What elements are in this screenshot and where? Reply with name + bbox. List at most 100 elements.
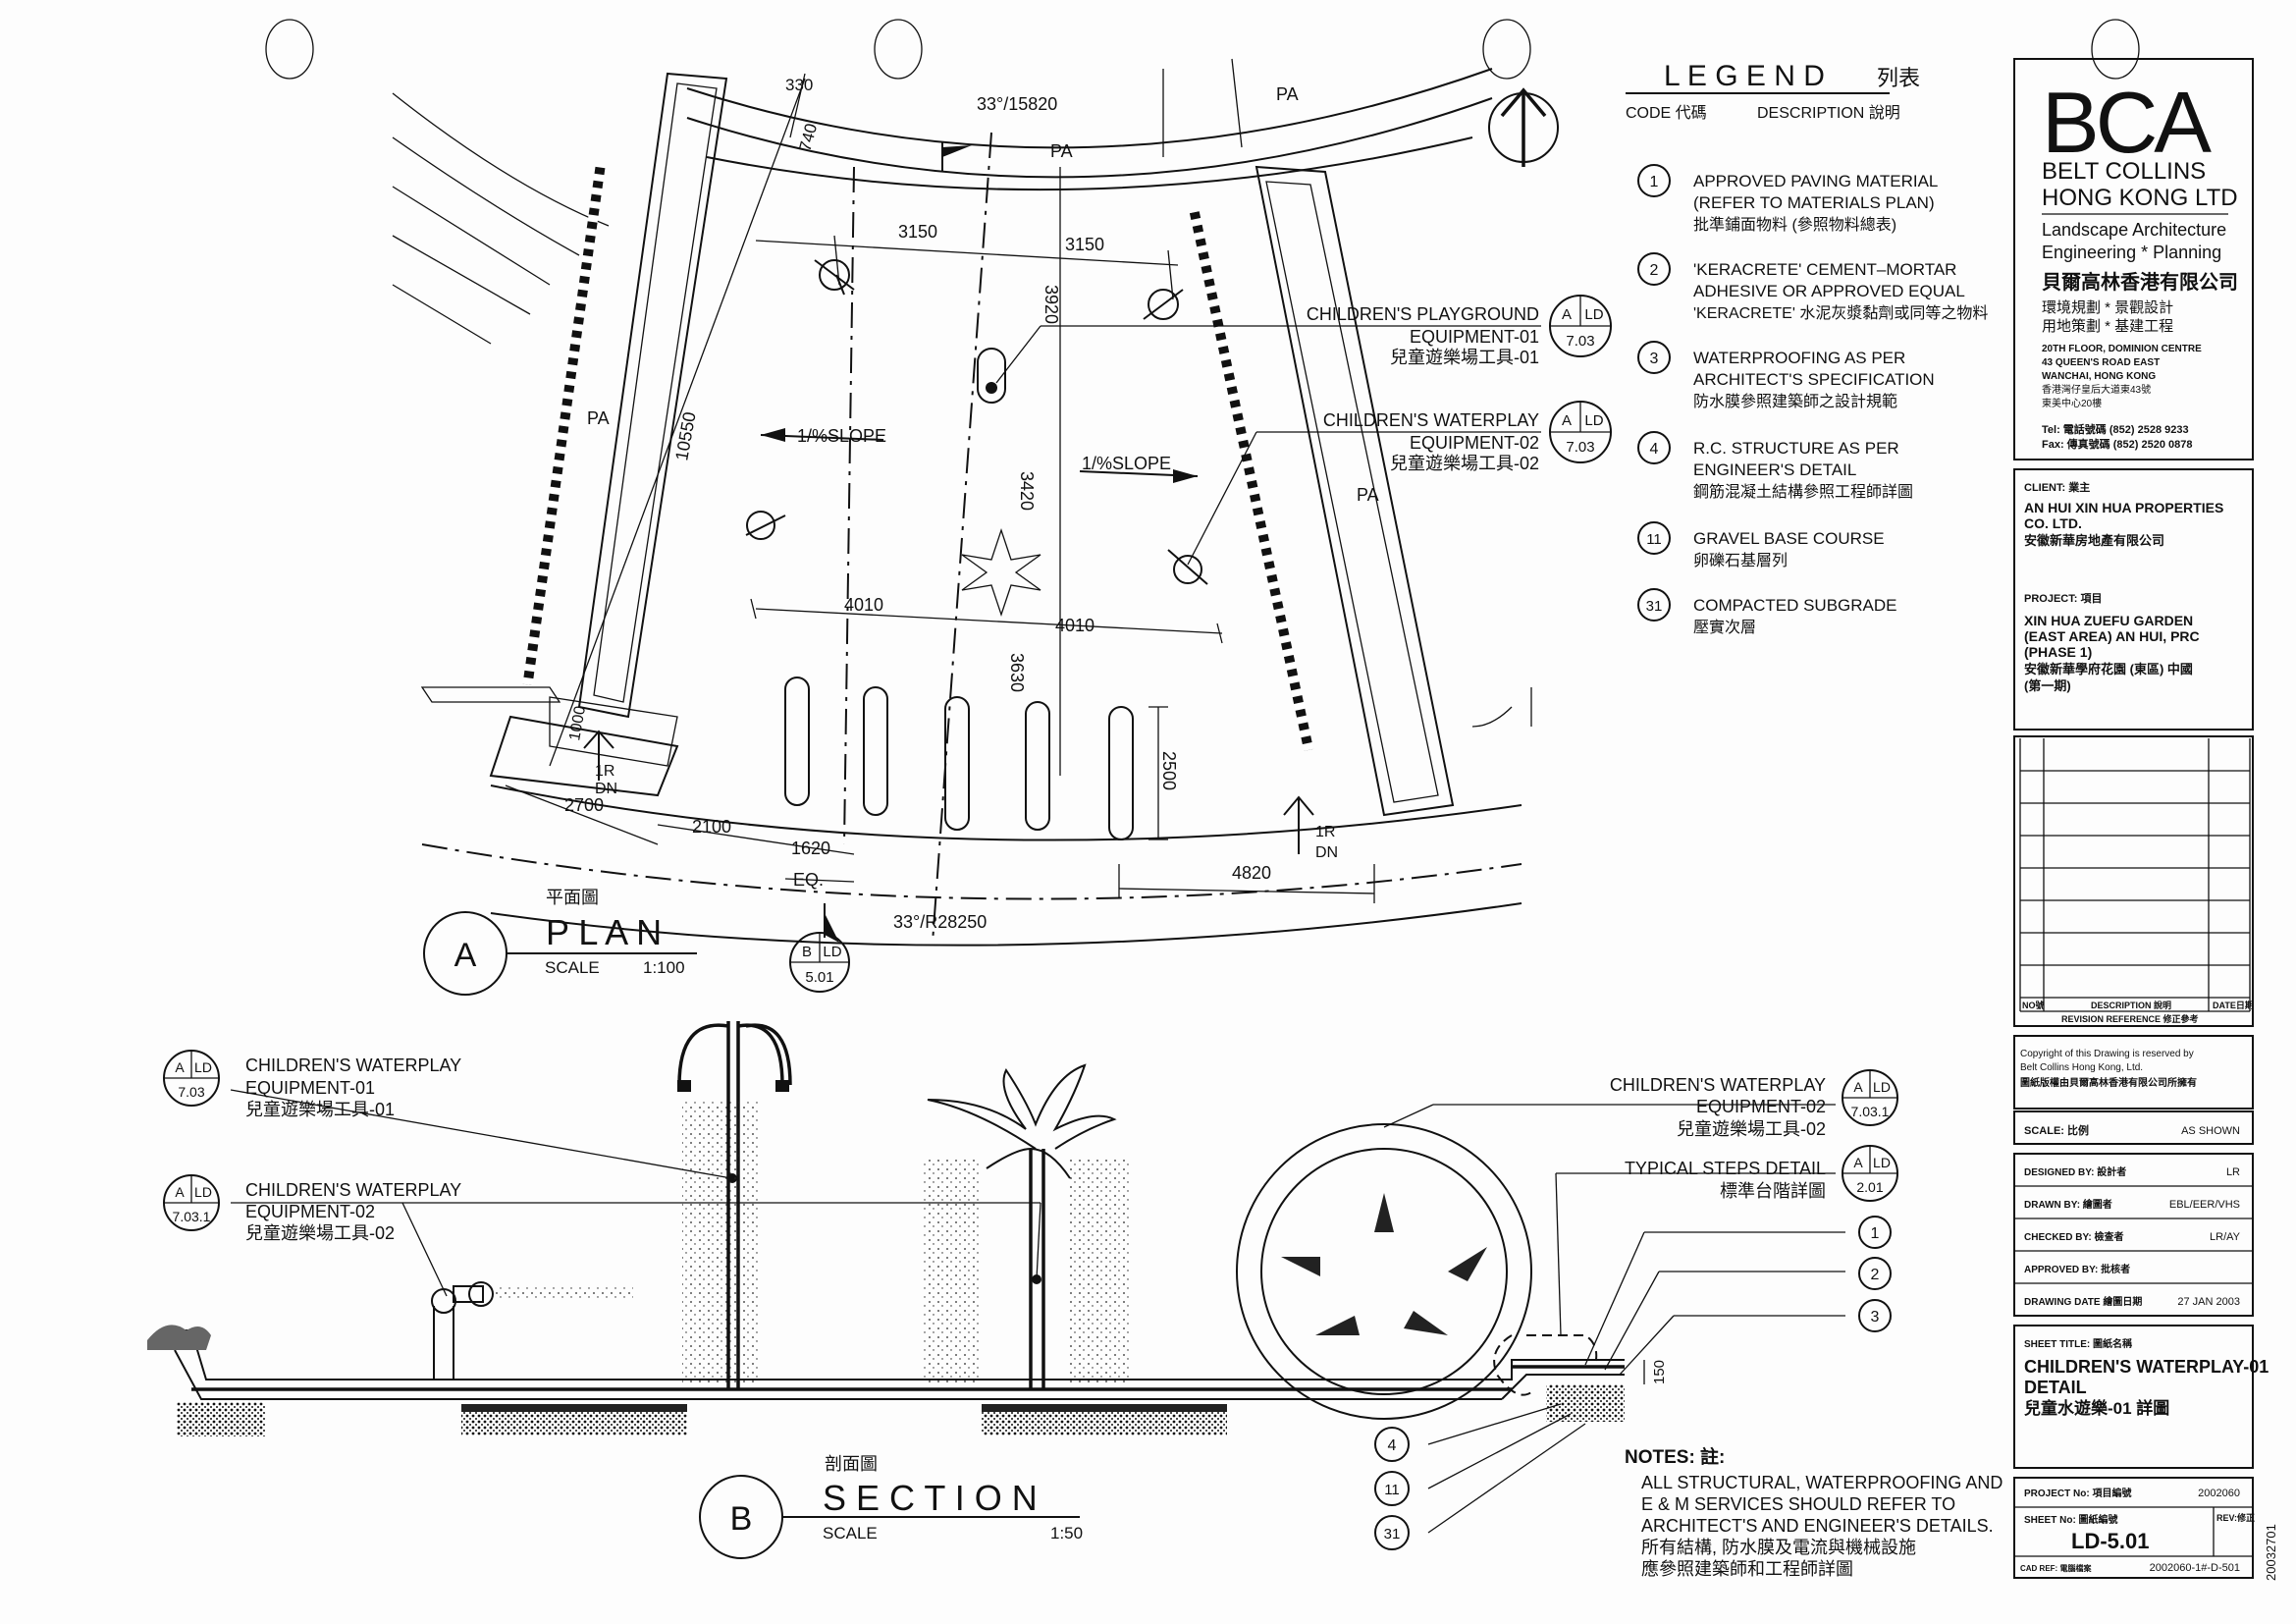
dim-330: 330	[785, 76, 813, 94]
spout-icon	[431, 1281, 633, 1380]
dim-2700: 2700	[564, 795, 604, 815]
callout-line: EQUIPMENT-01	[245, 1078, 375, 1098]
svg-text:LD: LD	[1584, 412, 1603, 429]
svg-text:壓實次層: 壓實次層	[1693, 618, 1756, 636]
drawn-value: EBL/EER/VHS	[2169, 1199, 2240, 1211]
svg-text:鋼筋混凝土結構參照工程師詳圖: 鋼筋混凝土結構參照工程師詳圖	[1693, 483, 1913, 501]
detail-ref-bubble: A LD 7.03.1	[1842, 1069, 1898, 1126]
playground-item	[745, 259, 1208, 618]
revision-table	[2019, 738, 2251, 1012]
dimension-lines	[505, 73, 1375, 903]
legend-item: 1 APPROVED PAVING MATERIAL (REFER TO MAT…	[1637, 164, 1938, 234]
cad-ref-label: CAD REF: 電腦檔案	[2020, 1563, 2092, 1573]
callout-line: CHILDREN'S PLAYGROUND	[1307, 304, 1539, 324]
address-line: 20TH FLOOR, DOMINION CENTRE	[2042, 344, 2202, 354]
slope-label: 1/%SLOPE	[797, 426, 886, 446]
step-arrow-icon	[583, 730, 1314, 854]
dim-3920: 3920	[1041, 285, 1061, 324]
north-arrow-icon	[1488, 87, 1559, 167]
detail-ref-bubble: A LD 7.03	[163, 1050, 220, 1107]
shower-post-icon	[677, 1021, 792, 1389]
svg-text:1: 1	[1650, 174, 1659, 190]
svg-text:7.03.1: 7.03.1	[173, 1209, 211, 1224]
callout-line: EQUIPMENT-02	[1696, 1097, 1826, 1116]
company-line: HONG KONG LTD	[2042, 185, 2238, 211]
svg-text:7.03.1: 7.03.1	[1851, 1104, 1890, 1119]
copyright-line: 圖紙版權由貝爾高林香港有限公司所擁有	[2020, 1076, 2197, 1089]
services-line: Landscape Architecture	[2042, 220, 2226, 240]
svg-text:A: A	[1562, 412, 1572, 429]
callout-line: EQUIPMENT-02	[1410, 433, 1539, 453]
legend-title: L E G E N D	[1664, 60, 1825, 92]
dim-1620: 1620	[791, 839, 830, 858]
section-title: S E C T I O N	[823, 1478, 1038, 1518]
svg-text:ADHESIVE OR APPROVED EQUAL: ADHESIVE OR APPROVED EQUAL	[1693, 282, 1965, 300]
sheet-title-line: 兒童水遊樂-01 詳圖	[2024, 1398, 2169, 1418]
checked-label: CHECKED BY: 檢查者	[2024, 1230, 2123, 1243]
svg-text:R.C. STRUCTURE AS PER: R.C. STRUCTURE AS PER	[1693, 439, 1899, 458]
plan-label: A	[454, 937, 477, 974]
svg-text:31: 31	[1646, 598, 1663, 615]
dim-arc-top: 33°/15820	[977, 94, 1057, 114]
svg-text:ENGINEER'S DETAIL: ENGINEER'S DETAIL	[1693, 460, 1856, 479]
svg-text:'KERACRETE' 水泥灰漿黏劑或同等之物料: 'KERACRETE' 水泥灰漿黏劑或同等之物料	[1693, 304, 1988, 322]
plan-title: P L A N	[546, 912, 662, 952]
section-scale-label: SCALE	[823, 1524, 878, 1543]
svg-text:卵礫石基層列: 卵礫石基層列	[1693, 552, 1788, 569]
callout-line: 兒童遊樂場工具-01	[1390, 348, 1539, 367]
copyright-line: Belt Collins Hong Kong, Ltd.	[2020, 1062, 2143, 1073]
sheet-title-label: SHEET TITLE: 圖紙名稱	[2024, 1337, 2132, 1350]
designed-value: LR	[2226, 1166, 2240, 1178]
callout-line: CHILDREN'S WATERPLAY	[1323, 410, 1539, 430]
svg-text:防水膜參照建築師之設計規範: 防水膜參照建築師之設計規範	[1693, 393, 1897, 410]
callout-line: CHILDREN'S WATERPLAY	[245, 1056, 461, 1075]
svg-text:2.01: 2.01	[1856, 1179, 1883, 1195]
step-label: DN	[1315, 844, 1338, 861]
dim-eq: EQ.	[793, 870, 824, 890]
address-line: 43 QUEEN'S ROAD EAST	[2042, 357, 2160, 368]
client-line: 安徽新華房地產有限公司	[2024, 533, 2164, 548]
section-mark	[789, 903, 850, 993]
address-line: 東美中心20樓	[2042, 397, 2102, 409]
project-no-label: PROJECT No: 項目編號	[2024, 1487, 2131, 1499]
project-line: 安徽新華學府花園 (東區) 中國	[2024, 662, 2193, 677]
svg-text:11: 11	[1384, 1482, 1400, 1498]
rev-caption: REVISION REFERENCE 修正參考	[2061, 1013, 2199, 1024]
checked-value: LR/AY	[2210, 1231, 2241, 1243]
legend-item: 4 R.C. STRUCTURE AS PER ENGINEER'S DETAI…	[1637, 431, 1913, 501]
svg-text:(REFER TO MATERIALS PLAN): (REFER TO MATERIALS PLAN)	[1693, 193, 1935, 212]
address-line: 香港灣仔皇后大道東43號	[2042, 383, 2151, 396]
side-stamp: 20032701	[2264, 1524, 2278, 1581]
material-tag: 1 2 3 4 11 31	[1374, 1216, 1892, 1550]
plan-view	[392, 58, 1559, 996]
svg-text:4: 4	[1650, 441, 1659, 458]
section-view	[147, 1021, 1845, 1559]
sheet-no-label: SHEET No: 圖紙編號	[2024, 1513, 2118, 1526]
callout-line: 兒童遊樂場工具-02	[1677, 1119, 1826, 1139]
legend-item: 3 WATERPROOFING AS PER ARCHITECT'S SPECI…	[1637, 341, 1935, 410]
callout-line: CHILDREN'S WATERPLAY	[245, 1180, 461, 1200]
approved-label: APPROVED BY: 批核者	[2024, 1263, 2130, 1275]
sheet-title-line: CHILDREN'S WATERPLAY-01	[2024, 1357, 2269, 1377]
project-label: PROJECT: 項目	[2024, 592, 2102, 605]
dim-3150-a: 3150	[898, 222, 937, 242]
slope-label: 1/%SLOPE	[1082, 454, 1171, 473]
svg-text:7.03: 7.03	[1566, 333, 1594, 350]
svg-text:APPROVED PAVING MATERIAL: APPROVED PAVING MATERIAL	[1693, 172, 1938, 190]
svg-text:GRAVEL BASE COURSE: GRAVEL BASE COURSE	[1693, 529, 1885, 548]
tel: Tel: 電話號碼 (852) 2528 9233	[2042, 422, 2189, 436]
callout-line: 兒童遊樂場工具-02	[245, 1223, 395, 1243]
left-grating	[522, 163, 606, 686]
legend-desc-header: DESCRIPTION 說明	[1757, 104, 1900, 122]
legend-code-header: CODE 代碼	[1626, 104, 1707, 122]
svg-text:WATERPROOFING AS PER: WATERPROOFING AS PER	[1693, 349, 1905, 367]
step-label: DN	[595, 781, 617, 797]
scale-value: AS SHOWN	[2181, 1125, 2240, 1137]
notes-line: 應參照建築師和工程師詳圖	[1641, 1558, 1853, 1579]
rev-header: DESCRIPTION 說明	[2091, 1000, 2171, 1010]
fax: Fax: 傳真號碼 (852) 2520 0878	[2042, 437, 2192, 451]
step-label: 1R	[595, 763, 614, 780]
logo: BCA	[2042, 74, 2212, 171]
area-pa: PA	[587, 408, 610, 428]
